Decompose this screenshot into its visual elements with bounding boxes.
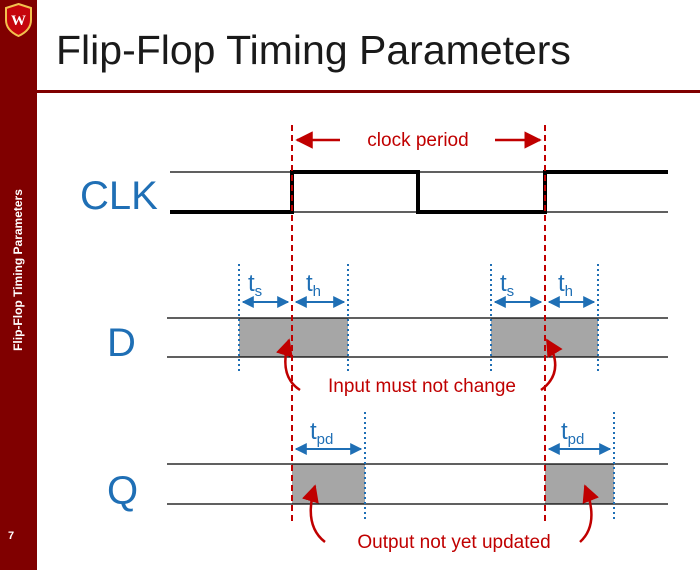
hold-time-label-1: th: [306, 270, 321, 300]
output-constraint-arrow-left: [302, 484, 326, 543]
svg-text:W: W: [11, 13, 26, 29]
output-constraint-arrow-right: [579, 484, 599, 543]
clock-period-label: clock period: [367, 130, 468, 151]
setup-time-label-2: ts: [500, 270, 514, 300]
slide-title: Flip-Flop Timing Parameters: [56, 27, 571, 73]
clk-waveform: [170, 170, 668, 214]
q-window-1: [292, 464, 365, 504]
setup-time-label-1: ts: [248, 270, 262, 300]
d-label: D: [107, 321, 136, 365]
q-label: Q: [107, 469, 138, 513]
sidebar: W Flip-Flop Timing Parameters 7: [0, 0, 37, 570]
q-window-2: [545, 464, 614, 504]
page-number: 7: [8, 530, 15, 542]
title-divider: [37, 90, 700, 93]
input-constraint-arrow-right: [540, 338, 563, 392]
university-crest-icon: W: [5, 3, 32, 37]
clk-label: CLK: [80, 174, 158, 218]
input-constraint-label: Input must not change: [328, 376, 516, 397]
output-constraint-label: Output not yet updated: [357, 532, 550, 553]
prop-delay-label-1: tpd: [310, 418, 333, 448]
hold-time-label-2: th: [558, 270, 573, 300]
prop-delay-label-2: tpd: [561, 418, 584, 448]
input-constraint-arrow-left: [276, 338, 301, 392]
d-window-1: [239, 318, 348, 357]
